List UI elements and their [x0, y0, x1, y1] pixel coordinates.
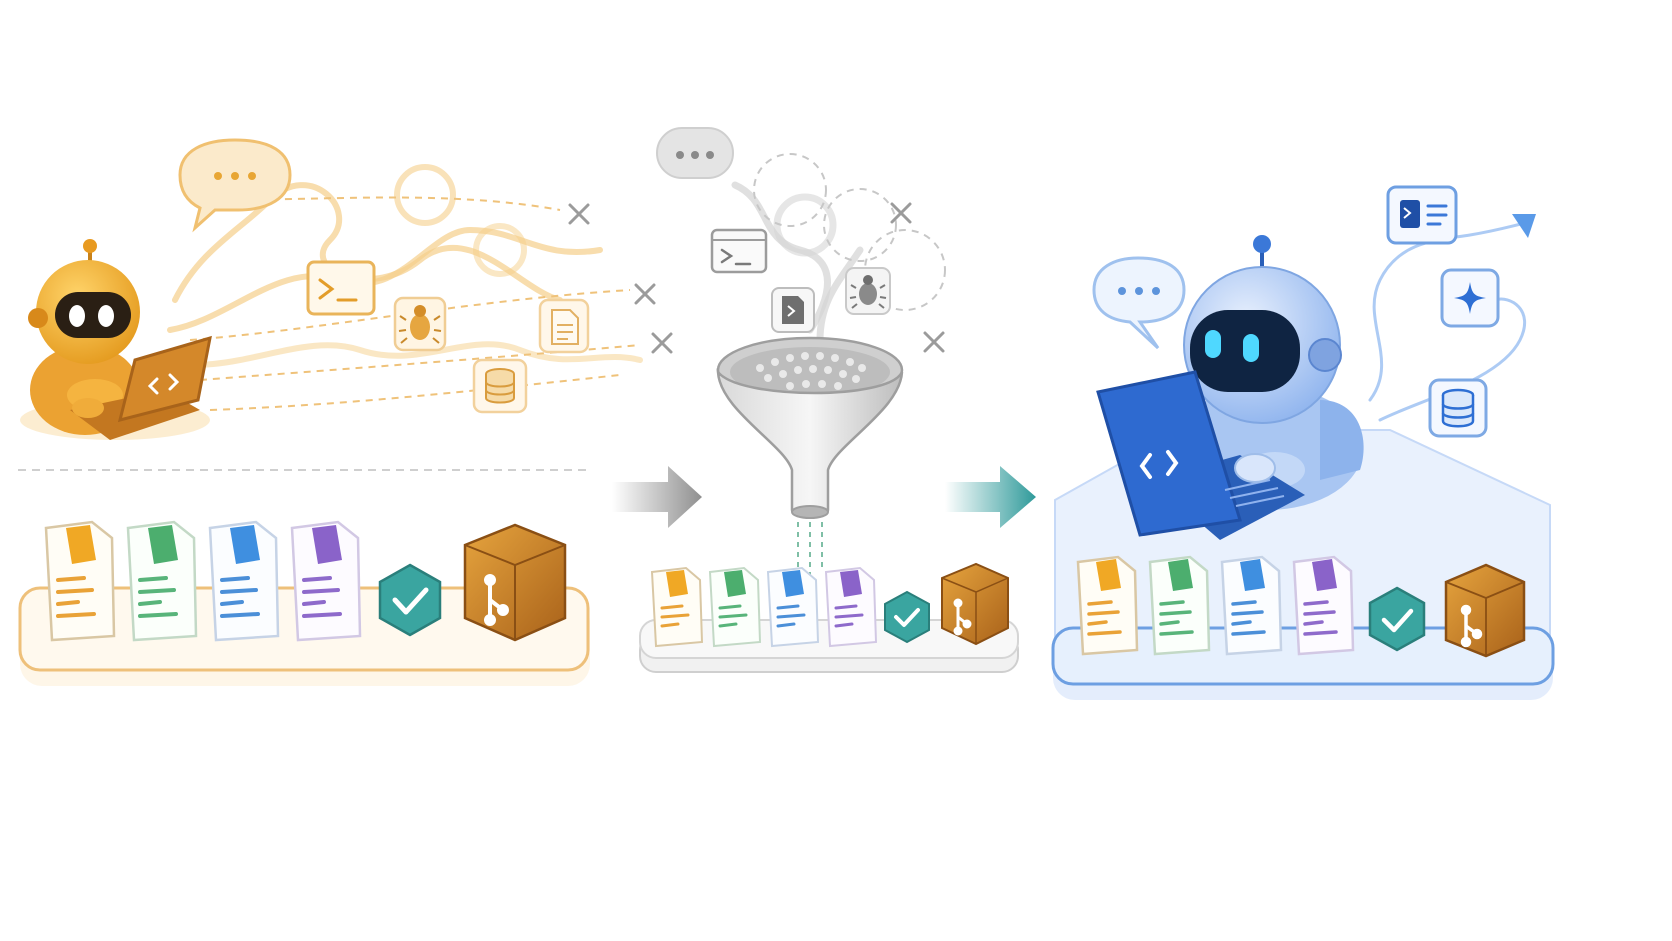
blue-laptop: [1096, 370, 1305, 540]
doc-yellow: [650, 566, 704, 648]
file-code-icon: [771, 287, 815, 333]
doc-blue: [1220, 555, 1283, 656]
arrow-right-icon: [612, 466, 702, 528]
bug-icon: [393, 296, 447, 352]
filter-trails: [731, 181, 864, 344]
check-badge: [378, 563, 442, 637]
refined-trails: [1368, 220, 1532, 422]
terminal-icon: [710, 228, 768, 274]
check-badge: [884, 590, 930, 644]
x-icon: [923, 331, 945, 353]
git-cube: [463, 523, 567, 642]
amber-laptop: [70, 335, 212, 440]
doc-blue: [766, 566, 820, 648]
chat-bubble-icon: [178, 138, 292, 233]
database-icon: [472, 358, 528, 414]
terminal-icon: [306, 260, 376, 316]
raw-trails: [157, 164, 643, 368]
funnel-drip: [797, 522, 823, 578]
arrow-right-icon: [945, 466, 1036, 528]
sparkle-icon: [1440, 268, 1500, 328]
raw-tray-items: [44, 520, 567, 642]
chat-bubble-icon: [1092, 256, 1186, 350]
raw-panel: [18, 138, 673, 686]
doc-green: [126, 520, 198, 642]
database-icon: [1428, 378, 1488, 438]
doc-green: [1148, 555, 1211, 656]
funnel-icon: [716, 336, 904, 519]
doc-purple: [1292, 555, 1355, 656]
filter-panel: [639, 127, 1019, 673]
chat-bubble-icon: [656, 127, 734, 179]
git-cube: [1444, 563, 1526, 658]
x-icon: [890, 202, 912, 224]
refined-panel: [1051, 185, 1555, 700]
bug-icon: [845, 267, 891, 315]
doc-yellow: [1076, 555, 1139, 656]
doc-purple: [290, 520, 362, 642]
document-icon: [538, 298, 590, 354]
refined-tray-items: [1076, 555, 1526, 658]
doc-blue: [208, 520, 280, 642]
doc-green: [708, 566, 762, 648]
x-icon: [568, 203, 590, 225]
filter-dashed-circles: [753, 153, 946, 311]
x-icon: [651, 332, 673, 354]
git-cube: [941, 562, 1009, 646]
doc-yellow: [44, 520, 116, 642]
check-badge: [1368, 586, 1426, 652]
terminal-list-icon: [1386, 185, 1458, 245]
x-icon: [634, 283, 656, 305]
arrow-up-right-icon: [1512, 214, 1536, 238]
filter-tray-items: [650, 562, 1009, 648]
doc-purple: [824, 566, 878, 648]
